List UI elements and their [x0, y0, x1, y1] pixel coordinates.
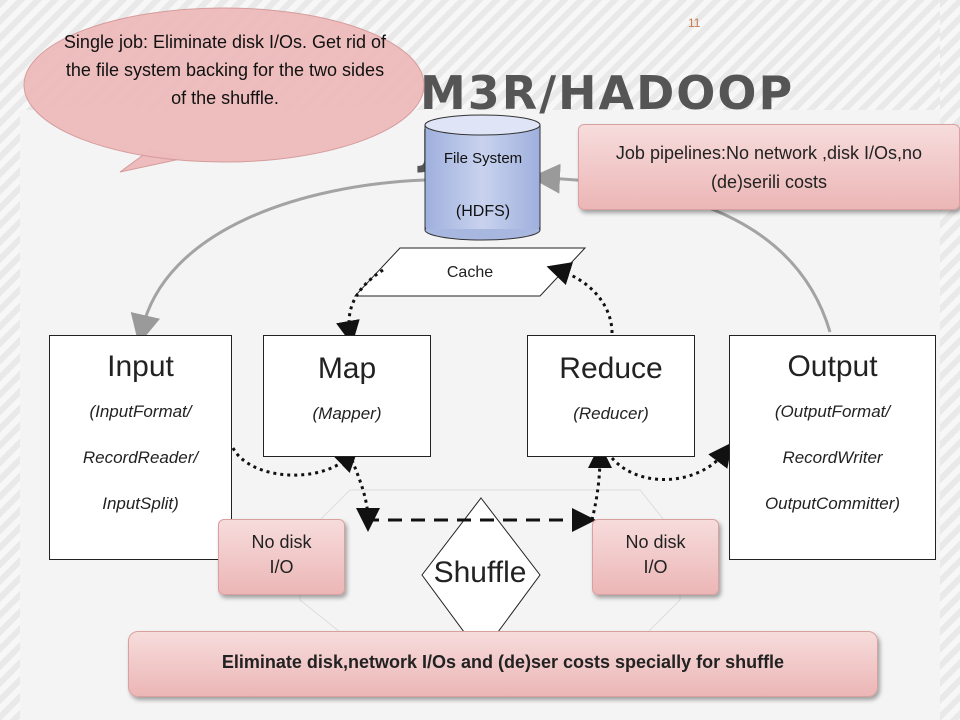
- map-to-shuffle-arrow: [350, 459, 380, 532]
- reduce-to-cache-arrow: [546, 262, 614, 334]
- input-box-title: Input: [107, 350, 174, 383]
- no-disk-io-right-line1: No disk: [625, 532, 686, 552]
- input-box-line1: (InputFormat/: [89, 402, 192, 421]
- hdfs-cylinder: [424, 114, 541, 241]
- reduce-box-title: Reduce: [559, 352, 663, 385]
- no-disk-io-right: No disk I/O: [592, 519, 719, 595]
- filesystem-label: File System: [443, 150, 523, 167]
- input-box: Input (InputFormat/ RecordReader/ InputS…: [49, 335, 232, 560]
- background-strip-left: [0, 0, 20, 720]
- no-disk-io-left-line2: I/O: [269, 557, 294, 577]
- slide-number: 11: [688, 16, 701, 30]
- reduce-box: Reduce (Reducer): [527, 335, 695, 457]
- filesystem-sub-label: (HDFS): [455, 203, 511, 220]
- map-box-sub: (Mapper): [312, 404, 382, 423]
- cache-label: Cache: [446, 264, 494, 281]
- input-box-line2: RecordReader/: [82, 448, 199, 467]
- job-pipelines-callout: Job pipelines:No network ,disk I/Os,no (…: [578, 124, 960, 210]
- output-box-line1: (OutputFormat/: [774, 402, 891, 421]
- input-box-line3: InputSplit): [102, 494, 179, 513]
- single-job-callout-text: Single job: Eliminate disk I/Os. Get rid…: [63, 32, 387, 108]
- shuffle-to-reduce-arrow: [587, 444, 612, 521]
- no-disk-io-left: No disk I/O: [218, 519, 345, 595]
- reduce-to-output-arrow: [610, 442, 733, 482]
- hdfs-to-input-arrow: [130, 178, 426, 345]
- no-disk-io-right-line2: I/O: [643, 557, 668, 577]
- output-box-line2: RecordWriter: [782, 448, 883, 467]
- no-disk-io-left-line1: No disk: [251, 532, 312, 552]
- output-box-title: Output: [787, 350, 878, 383]
- map-box-title: Map: [317, 352, 377, 385]
- map-box: Map (Mapper): [263, 335, 431, 457]
- single-job-speech-bubble: [23, 7, 425, 173]
- shuffle-label: Shuffle: [433, 556, 527, 589]
- job-pipelines-callout-text: Job pipelines:No network ,disk I/Os,no (…: [615, 143, 923, 192]
- reduce-box-sub: (Reducer): [573, 404, 649, 423]
- output-box-line3: OutputCommitter): [764, 494, 901, 513]
- bottom-banner-text: Eliminate disk,network I/Os and (de)ser …: [221, 652, 785, 672]
- output-box: Output (OutputFormat/ RecordWriter Outpu…: [729, 335, 936, 560]
- bottom-banner: Eliminate disk,network I/Os and (de)ser …: [128, 631, 878, 697]
- cache-to-map-arrow: [336, 268, 384, 345]
